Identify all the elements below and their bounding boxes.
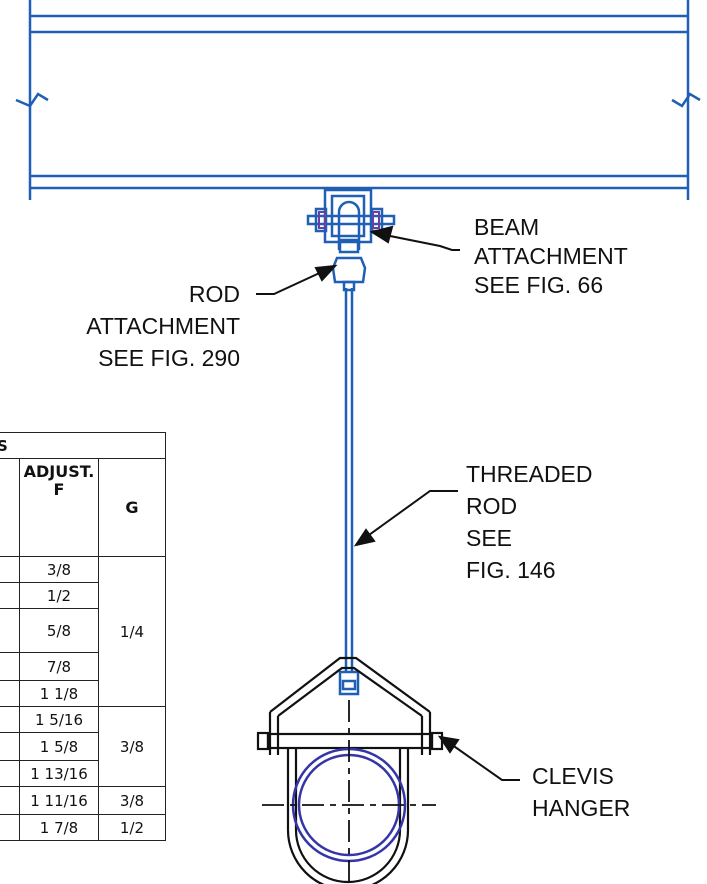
table-row: 1/2 [0, 582, 166, 609]
table-cell-f: 1 7/8 [19, 814, 99, 841]
label-line: ROD [466, 493, 518, 519]
table-cell-f: 1/2 [19, 582, 99, 609]
pipe-centerlines [262, 700, 436, 884]
table-header-adjust: ADJUST. F [19, 458, 99, 557]
table-cell [0, 786, 20, 815]
table-cell [0, 652, 20, 681]
rod-attachment-leader [256, 269, 327, 295]
beam-attachment-arrowhead [369, 225, 394, 244]
clevis-arrowhead [437, 735, 460, 754]
table-cell-f: 1 11/16 [19, 786, 99, 815]
table-cell-f: 7/8 [19, 652, 99, 681]
beam-attachment-purple-detail [318, 211, 380, 229]
dimension-table: S ADJUST. F G 3/8 1/4 1/2 5/8 7/8 1 1/8 … [0, 432, 166, 841]
table-cell-g: 1/4 [98, 556, 166, 707]
threaded-rod-label: THREADED ROD SEE FIG. 146 [466, 460, 593, 585]
threaded-rod-leader [361, 490, 458, 541]
label-line: SEE FIG. 66 [474, 272, 604, 298]
clevis-hanger [256, 656, 444, 884]
table-cell [0, 582, 20, 609]
threaded-rod [338, 288, 360, 696]
table-cell-f: 3/8 [19, 556, 99, 583]
table-cell [0, 680, 20, 707]
table-prev-column-header [0, 458, 20, 557]
beam-attachment-leader [379, 233, 460, 251]
table-cell-f: 1 1/8 [19, 680, 99, 707]
table-title-fragment: S [0, 436, 8, 455]
table-cell [0, 814, 20, 841]
label-line: SEE FIG. 290 [98, 345, 240, 371]
table-row: 1 7/8 1/2 [0, 814, 166, 841]
table-row: 1 11/16 3/8 [0, 786, 166, 815]
table-cell [0, 732, 20, 761]
table-cell-g: 3/8 [98, 786, 166, 815]
table-cell-g: 3/8 [98, 706, 166, 787]
clevis-leader [447, 741, 520, 781]
rod-attachment-arrowhead [314, 264, 338, 282]
label-line: ATTACHMENT [474, 243, 628, 269]
label-line: BEAM [474, 214, 540, 240]
header-adjust-line1: ADJUST. [23, 462, 95, 481]
table-cell-g: 1/2 [98, 814, 166, 841]
break-line-right [671, 92, 701, 108]
table-row: 5/8 [0, 608, 166, 653]
table-row: 3/8 1/4 [0, 556, 166, 707]
label-line: SEE [466, 525, 513, 551]
beam-attachment-label: BEAM ATTACHMENT SEE FIG. 66 [474, 213, 628, 300]
table-cell-f: 1 5/8 [19, 732, 99, 761]
label-line: CLEVIS [532, 763, 614, 789]
threaded-rod-arrowhead [353, 528, 376, 547]
label-line: ATTACHMENT [86, 313, 240, 339]
clevis-hanger-label: CLEVIS HANGER [532, 762, 630, 823]
table-header-g: G [98, 458, 166, 557]
table-cell [0, 760, 20, 787]
label-line: ROD [188, 281, 240, 307]
label-line: THREADED [466, 461, 593, 487]
beam-attachment [306, 188, 396, 254]
table-row: 1 5/8 [0, 732, 166, 761]
table-row: 1 5/16 3/8 [0, 706, 166, 787]
table-row: 1 1/8 [0, 680, 166, 707]
table-cell [0, 556, 20, 583]
label-line: HANGER [532, 795, 631, 821]
table-row: 1 13/16 [0, 760, 166, 787]
i-beam [15, 0, 701, 200]
label-line: FIG. 146 [466, 557, 556, 583]
table-cell [0, 706, 20, 733]
table-row: 7/8 [0, 652, 166, 681]
rod-attachment [331, 256, 367, 292]
rod-attachment-label: ROD ATTACHMENT SEE FIG. 290 [40, 280, 240, 373]
break-line-left [15, 92, 49, 108]
table-cell-f: 1 5/16 [19, 706, 99, 733]
header-adjust-line2: F [53, 480, 65, 499]
table-cell-f: 1 13/16 [19, 760, 99, 787]
table-cell [0, 608, 20, 653]
table-title-cell: S [0, 432, 166, 459]
table-cell-f: 5/8 [19, 608, 99, 653]
leader-arrows [256, 225, 520, 781]
